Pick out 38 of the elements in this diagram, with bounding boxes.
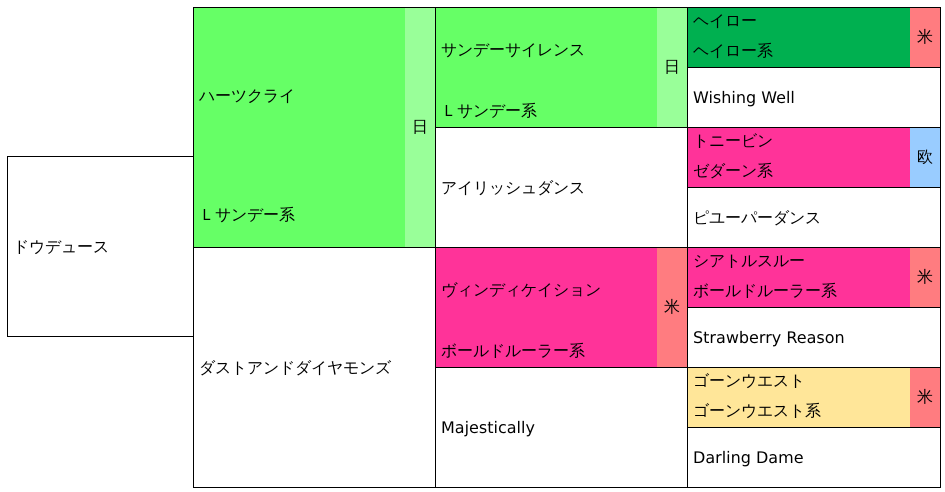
horse-name: サンデーサイレンス bbox=[441, 40, 585, 60]
horse-name: ダストアンドダイヤモンズ bbox=[199, 358, 391, 378]
horse-name: シアトルスルー bbox=[693, 251, 805, 271]
horse-name: アイリッシュダンス bbox=[441, 178, 585, 198]
horse-name: ピユーパーダンス bbox=[693, 208, 821, 228]
country-badge: 日 bbox=[405, 8, 435, 247]
pedigree-cell bbox=[193, 7, 436, 248]
country-badge: 米 bbox=[910, 8, 940, 67]
lineage-label: ボールドルーラー系 bbox=[441, 341, 585, 361]
pedigree-cell bbox=[687, 367, 941, 428]
pedigree-cell bbox=[687, 247, 941, 308]
pedigree-cell bbox=[435, 7, 688, 128]
pedigree-cell bbox=[435, 247, 688, 368]
country-badge: 米 bbox=[910, 368, 940, 427]
lineage-label: ボールドルーラー系 bbox=[693, 281, 837, 301]
horse-name: ヴィンディケイション bbox=[441, 280, 601, 300]
pedigree-cell bbox=[7, 156, 194, 337]
horse-name: トニービン bbox=[693, 131, 773, 151]
horse-name: Wishing Well bbox=[693, 88, 795, 108]
lineage-label: ゼダーン系 bbox=[693, 161, 773, 181]
horse-name: ゴーンウエスト bbox=[693, 371, 805, 391]
pedigree-cell bbox=[687, 127, 941, 188]
lineage-label: Ｌサンデー系 bbox=[441, 101, 537, 121]
pedigree-cell bbox=[687, 7, 941, 68]
country-badge: 日 bbox=[657, 8, 687, 127]
country-badge: 米 bbox=[657, 248, 687, 367]
horse-name: ヘイロー bbox=[693, 11, 757, 31]
horse-name: Strawberry Reason bbox=[693, 328, 845, 348]
lineage-label: Ｌサンデー系 bbox=[199, 205, 295, 225]
horse-name: Darling Dame bbox=[693, 448, 804, 468]
horse-name: ドウデュース bbox=[13, 236, 109, 256]
country-badge: 米 bbox=[910, 248, 940, 307]
lineage-label: ゴーンウエスト系 bbox=[693, 401, 821, 421]
horse-name: ハーツクライ bbox=[199, 86, 295, 106]
pedigree-cell bbox=[687, 427, 941, 488]
lineage-label: ヘイロー系 bbox=[693, 41, 773, 61]
country-badge: 欧 bbox=[910, 128, 940, 187]
horse-name: Majestically bbox=[441, 418, 535, 438]
